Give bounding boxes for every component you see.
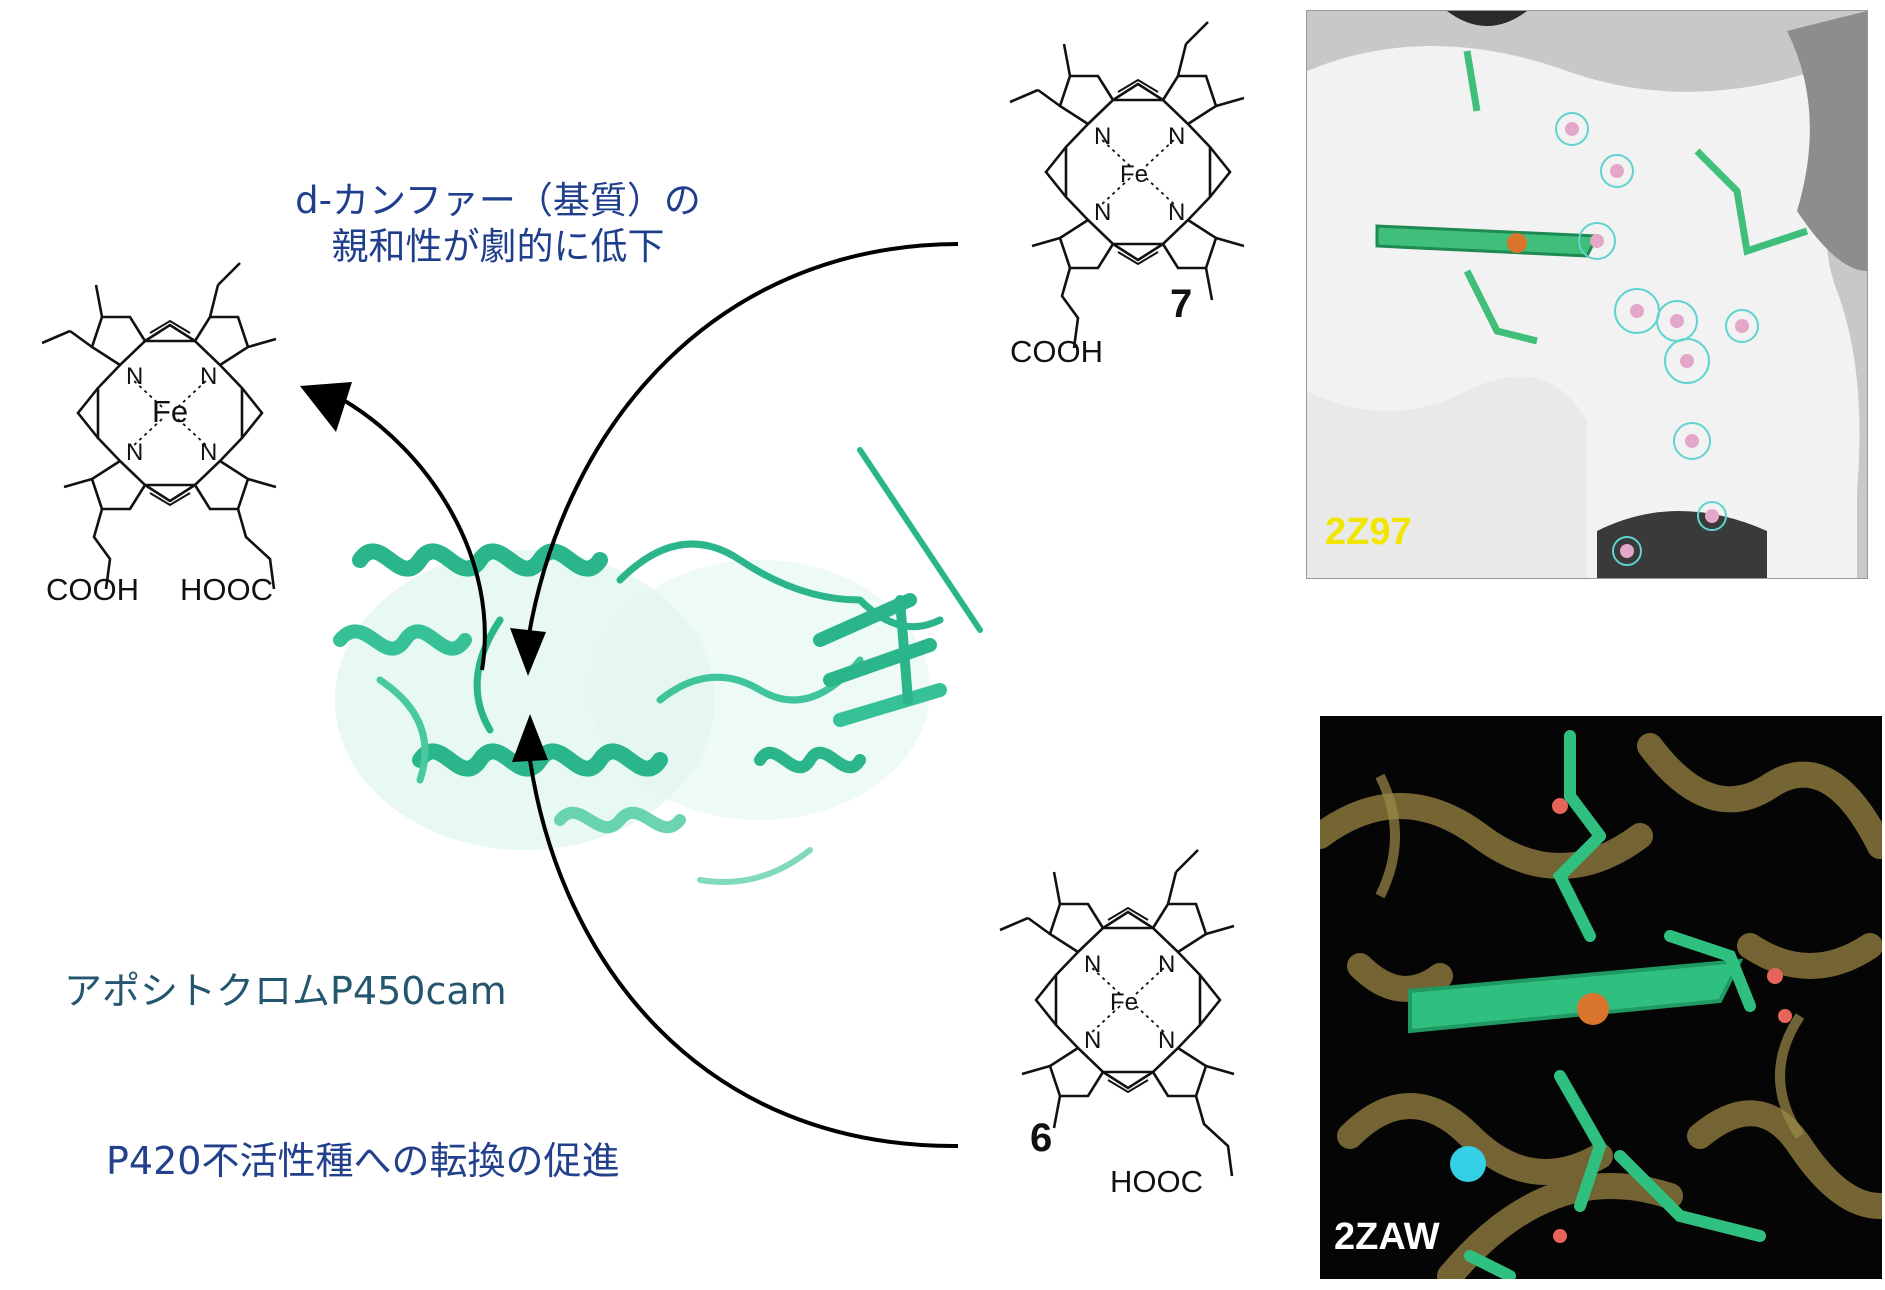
top-n-label: N bbox=[1168, 199, 1185, 226]
apoprotein-ribbon-illustration bbox=[333, 447, 983, 885]
arrow-to-left-porphyrin bbox=[338, 396, 487, 671]
arrowhead-left bbox=[300, 382, 352, 432]
pdb-label-2z97: 2Z97 bbox=[1325, 511, 1412, 553]
compound-6-number: 6 bbox=[1030, 1116, 1053, 1160]
top-n-label: N bbox=[1094, 199, 1111, 226]
crystal-structure-panel-2zaw: 2ZAW bbox=[1320, 716, 1882, 1279]
top-n-label: N bbox=[1094, 123, 1111, 150]
bottom-n-label: N bbox=[1158, 1027, 1175, 1054]
left-hooc-label: HOOC bbox=[180, 572, 273, 607]
arrow-from-porphyrin-7 bbox=[526, 242, 959, 641]
bottom-n-label: N bbox=[1084, 1027, 1101, 1054]
left-n-label: N bbox=[126, 439, 143, 466]
left-n-label: N bbox=[126, 363, 143, 390]
left-n-label: N bbox=[200, 363, 217, 390]
arrowhead-6 bbox=[512, 714, 548, 762]
bottom-hooc-label: HOOC bbox=[1110, 1164, 1203, 1199]
affinity-caption: d-カンファー（基質）の 親和性が劇的に低下 bbox=[258, 178, 738, 270]
top-cooh-label: COOH bbox=[1010, 334, 1103, 369]
conversion-caption: P420不活性種への転換の促進 bbox=[106, 1139, 620, 1183]
arrow-from-porphyrin-6 bbox=[528, 759, 959, 1149]
porphyrin-7-structure bbox=[1008, 20, 1246, 349]
compound-7-number: 7 bbox=[1170, 282, 1193, 326]
ribbon-render-2zaw bbox=[1320, 716, 1882, 1279]
affinity-caption-line1: d-カンファー（基質）の bbox=[295, 179, 701, 222]
apoprotein-caption: アポシトクロムP450cam bbox=[64, 969, 507, 1013]
affinity-caption-line2: 親和性が劇的に低下 bbox=[331, 225, 665, 268]
top-n-label: N bbox=[1168, 123, 1185, 150]
bottom-n-label: N bbox=[1158, 951, 1175, 978]
left-n-label: N bbox=[200, 439, 217, 466]
top-fe-label: Fe bbox=[1120, 161, 1148, 188]
porphyrin-6-structure bbox=[998, 848, 1236, 1177]
left-cooh-label: COOH bbox=[46, 572, 139, 607]
crystal-structure-panel-2z97: 2Z97 bbox=[1306, 10, 1868, 579]
surface-render-2z97 bbox=[1307, 11, 1867, 578]
pdb-label-2zaw: 2ZAW bbox=[1334, 1216, 1440, 1258]
left-fe-label: Fe bbox=[152, 394, 188, 429]
bottom-n-label: N bbox=[1084, 951, 1101, 978]
left-porphyrin-structure bbox=[40, 261, 278, 590]
bottom-fe-label: Fe bbox=[1110, 989, 1138, 1016]
arrowhead-7 bbox=[510, 628, 546, 676]
